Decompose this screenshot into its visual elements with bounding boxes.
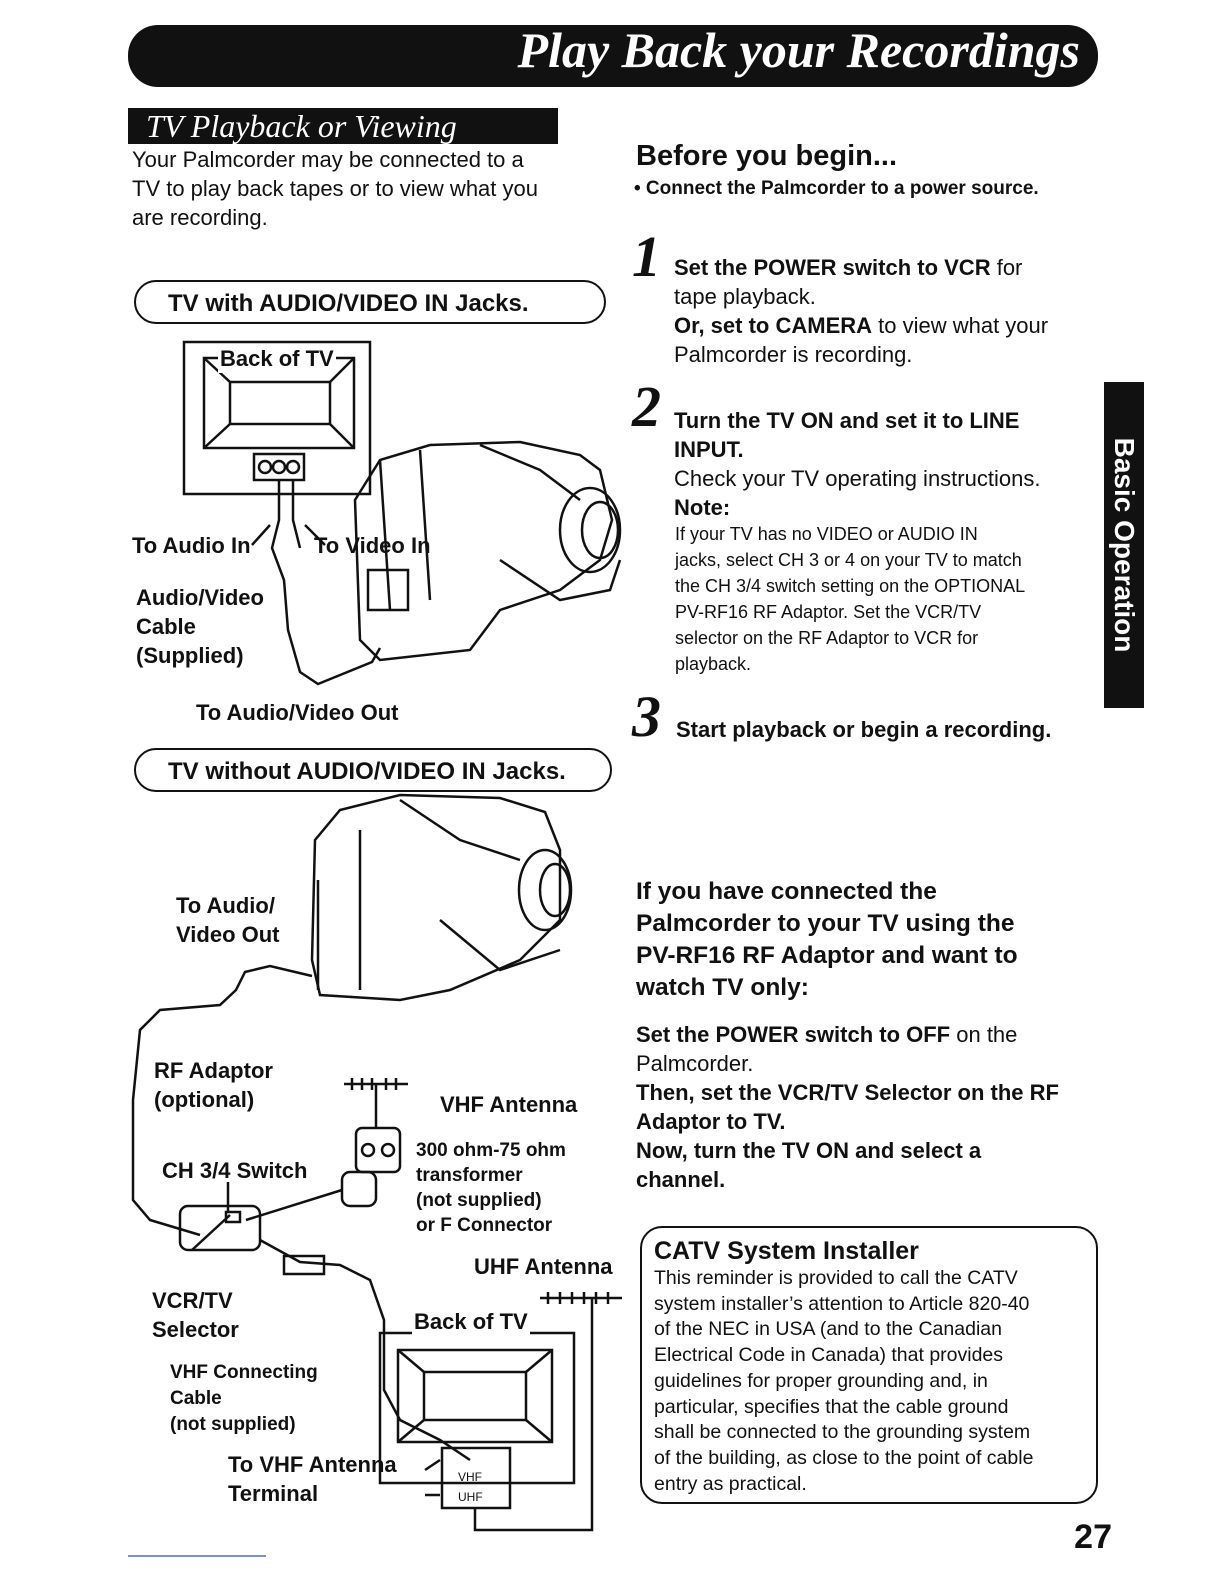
camcorder-illustration-1	[353, 440, 614, 662]
camcorder-illustration-2	[310, 793, 562, 1002]
intro-text: Your Palmcorder may be connected to a TV…	[132, 147, 538, 230]
page-title: Play Back your Recordings	[517, 22, 1080, 78]
back-of-tv-label-1: Back of TV	[218, 344, 336, 373]
vcr-tv-selector-label: VCR/TV Selector	[152, 1288, 239, 1342]
side-tab-label: Basic Operation	[1109, 437, 1140, 653]
tv-illustration-1	[182, 340, 372, 496]
vhf-cable-label: VHF Connecting Cable (not supplied)	[170, 1362, 318, 1435]
rf-adaptor-illustration	[178, 1204, 262, 1252]
catv-title: CATV System Installer	[654, 1237, 919, 1265]
rf-heading: If you have connected the Palmcorder to …	[636, 878, 1018, 1001]
step-1-text: Set the POWER switch to VCR for tape pla…	[674, 255, 1049, 367]
side-tab: Basic Operation	[1104, 382, 1144, 708]
step-2-note: If your TV has no VIDEO or AUDIO IN jack…	[675, 524, 1026, 674]
to-av-out-label-1: To Audio/Video Out	[196, 700, 399, 725]
section-heading: TV Playback or Viewing	[128, 108, 558, 144]
before-bullet: • Connect the Palmcorder to a power sour…	[634, 178, 1039, 199]
to-video-in-label: To Video In	[314, 533, 431, 558]
to-av-out-label-2: To Audio/ Video Out	[176, 893, 280, 947]
catv-text: This reminder is provided to call the CA…	[654, 1267, 1034, 1495]
step-3-text: Start playback or begin a recording.	[676, 717, 1052, 742]
terminal-vhf-label: VHF	[458, 1470, 482, 1484]
vhf-antenna-label: VHF Antenna	[440, 1092, 578, 1117]
to-audio-in-label: To Audio In	[132, 533, 251, 558]
diagram-2-title: TV without AUDIO/VIDEO IN Jacks.	[134, 748, 612, 792]
transformer-label: 300 ohm-75 ohm transformer (not supplied…	[416, 1140, 566, 1236]
step-3-number: 3	[632, 684, 661, 749]
uhf-antenna-label: UHF Antenna	[474, 1254, 613, 1279]
step-2-number: 2	[632, 374, 661, 439]
transformer-illustration	[354, 1126, 402, 1174]
back-of-tv-label-2: Back of TV	[412, 1307, 530, 1336]
rf-adaptor-label: RF Adaptor (optional)	[154, 1058, 273, 1112]
step-2-text: Turn the TV ON and set it to LINE INPUT.…	[674, 408, 1041, 520]
rf-instructions: Set the POWER switch to OFF on the Palmc…	[636, 1022, 1059, 1192]
ch-switch-label: CH 3/4 Switch	[162, 1158, 308, 1183]
to-vhf-terminal-label: To VHF Antenna Terminal	[228, 1452, 397, 1506]
catv-notice-box: CATV System Installer This reminder is p…	[640, 1226, 1098, 1504]
page-number: 27	[1074, 1518, 1112, 1556]
diagram-1-title: TV with AUDIO/VIDEO IN Jacks.	[134, 280, 606, 324]
before-heading: Before you begin...	[636, 140, 898, 172]
title-banner: Play Back your Recordings	[128, 22, 1098, 87]
terminal-uhf-label: UHF	[458, 1490, 483, 1504]
av-in-jacks	[252, 452, 306, 482]
step-1-number: 1	[632, 224, 661, 289]
av-cable-label: Audio/Video Cable (Supplied)	[136, 585, 264, 668]
